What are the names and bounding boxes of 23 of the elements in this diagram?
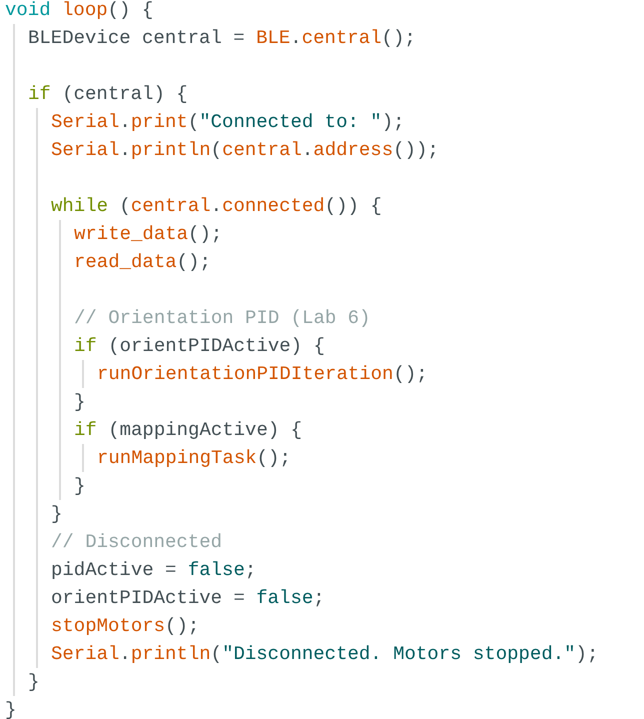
code-line: if (central) { bbox=[28, 82, 188, 107]
code-line: pidActive = false; bbox=[51, 558, 256, 583]
code-line: Serial.println(central.address()); bbox=[51, 138, 439, 163]
code-line: orientPIDActive = false; bbox=[51, 586, 325, 611]
code-line: // Disconnected bbox=[51, 530, 222, 555]
code-line: BLEDevice central = BLE.central(); bbox=[28, 26, 416, 51]
code-line: runMappingTask(); bbox=[97, 446, 291, 471]
code-line: Serial.println("Disconnected. Motors stopped."); bbox=[51, 642, 598, 667]
code-line: } bbox=[74, 390, 86, 415]
code-line: Serial.print("Connected to: "); bbox=[51, 110, 404, 135]
code-line: while (central.connected()) { bbox=[51, 194, 382, 219]
code-line: } bbox=[28, 670, 40, 695]
code-line: read_data(); bbox=[74, 250, 211, 275]
code-line: } bbox=[74, 474, 86, 499]
code-line: } bbox=[51, 502, 62, 527]
code-line: if (mappingActive) { bbox=[74, 418, 302, 443]
code-line: runOrientationPIDIteration(); bbox=[97, 362, 428, 387]
code-line: void loop() { bbox=[5, 0, 154, 23]
code-line: stopMotors(); bbox=[51, 614, 200, 639]
code-line: } bbox=[5, 698, 16, 719]
code-line: if (orientPIDActive) { bbox=[74, 334, 325, 359]
code-line: write_data(); bbox=[74, 222, 222, 247]
code-line: // Orientation PID (Lab 6) bbox=[74, 306, 370, 331]
